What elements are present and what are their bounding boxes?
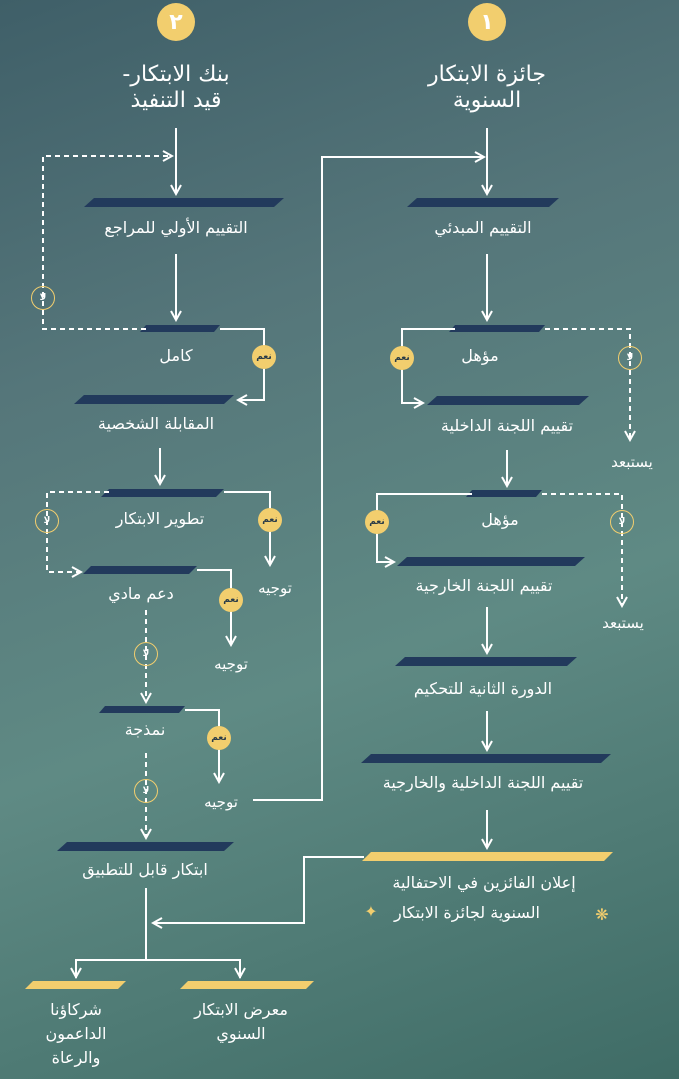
step-joint-review: تقييم اللجنة الداخلية والخارجية xyxy=(382,773,584,792)
no-badge: لا xyxy=(134,642,158,666)
step-guidance-1: توجيه xyxy=(258,579,292,597)
award-title-line1: جائزة الابتكار xyxy=(428,62,546,87)
step-material-support: دعم مادي xyxy=(108,584,174,603)
step-qualified-2: مؤهل xyxy=(481,510,519,529)
bar-partners xyxy=(25,981,126,989)
step-guidance-2: توجيه xyxy=(214,655,248,673)
step-applicable: ابتكار قابل للتطبيق xyxy=(82,860,208,879)
sparkle-icon: ✦ xyxy=(364,902,378,921)
step-announce-line1: إعلان الفائزين في الاحتفالية xyxy=(392,873,576,892)
step-internal-committee: تقييم اللجنة الداخلية xyxy=(440,416,574,435)
step-announce-line2: السنوية لجائزة الابتكار xyxy=(394,903,540,922)
bar-joint-review xyxy=(361,754,611,763)
bar-develop xyxy=(101,489,224,497)
bar-exhibition xyxy=(180,981,314,989)
no-badge: لا xyxy=(31,286,55,310)
outcome-exhibition-line1: معرض الابتكار xyxy=(194,1000,288,1019)
bar-interview xyxy=(74,395,234,404)
outcome-partners-line3: والرعاة xyxy=(51,1048,101,1067)
outcome-partners-line1: شركاؤنا xyxy=(50,1000,102,1019)
step-complete: كامل xyxy=(159,346,193,365)
bar-applicable xyxy=(57,842,234,851)
step-number-bank: ٢ xyxy=(157,3,195,41)
step-develop: تطوير الابتكار xyxy=(115,509,205,528)
outcome-exhibition-line2: السنوي xyxy=(216,1024,266,1043)
step-external-committee: تقييم اللجنة الخارجية xyxy=(415,576,553,595)
no-badge: لا xyxy=(610,510,634,534)
bar-qualified-1 xyxy=(449,325,545,332)
step-initial-review: التقييم المبدئي xyxy=(434,218,532,237)
no-badge: لا xyxy=(618,346,642,370)
step-prototyping: نمذجة xyxy=(124,720,166,739)
bar-initial-review xyxy=(407,198,559,207)
no-badge: لا xyxy=(134,779,158,803)
no-badge: لا xyxy=(35,509,59,533)
bar-material-support xyxy=(83,566,197,574)
yes-badge: نعم xyxy=(258,508,282,532)
bar-announce xyxy=(362,852,613,861)
step-number-award: ١ xyxy=(468,3,506,41)
bar-internal-committee xyxy=(427,396,589,405)
step-second-round: الدورة الثانية للتحكيم xyxy=(413,679,553,698)
bar-external-committee xyxy=(397,557,585,566)
step-qualified-1: مؤهل xyxy=(461,346,499,365)
bar-complete xyxy=(140,325,220,332)
bank-title-line2: قيد التنفيذ xyxy=(130,88,222,113)
outcome-partners-line2: الداعمون xyxy=(45,1024,107,1043)
bar-reviewer-review xyxy=(84,198,284,207)
step-guidance-3: توجيه xyxy=(204,793,238,811)
yes-badge: نعم xyxy=(252,345,276,369)
bar-qualified-2 xyxy=(466,490,542,497)
award-title-line2: السنوية xyxy=(452,88,522,113)
step-excluded-1: يستبعد xyxy=(611,453,653,471)
yes-badge: نعم xyxy=(365,510,389,534)
step-interview: المقابلة الشخصية xyxy=(97,414,215,433)
celebration-icon: ❋ xyxy=(595,905,609,924)
yes-badge: نعم xyxy=(219,588,243,612)
bar-second-round xyxy=(395,657,577,666)
yes-badge: نعم xyxy=(390,346,414,370)
step-reviewer-review: التقييم الأولي للمراجع xyxy=(104,218,248,237)
yes-badge: نعم xyxy=(207,726,231,750)
bank-title-line1: بنك الابتكار- xyxy=(122,62,230,87)
bar-prototyping xyxy=(99,706,185,713)
step-excluded-2: يستبعد xyxy=(602,614,644,632)
